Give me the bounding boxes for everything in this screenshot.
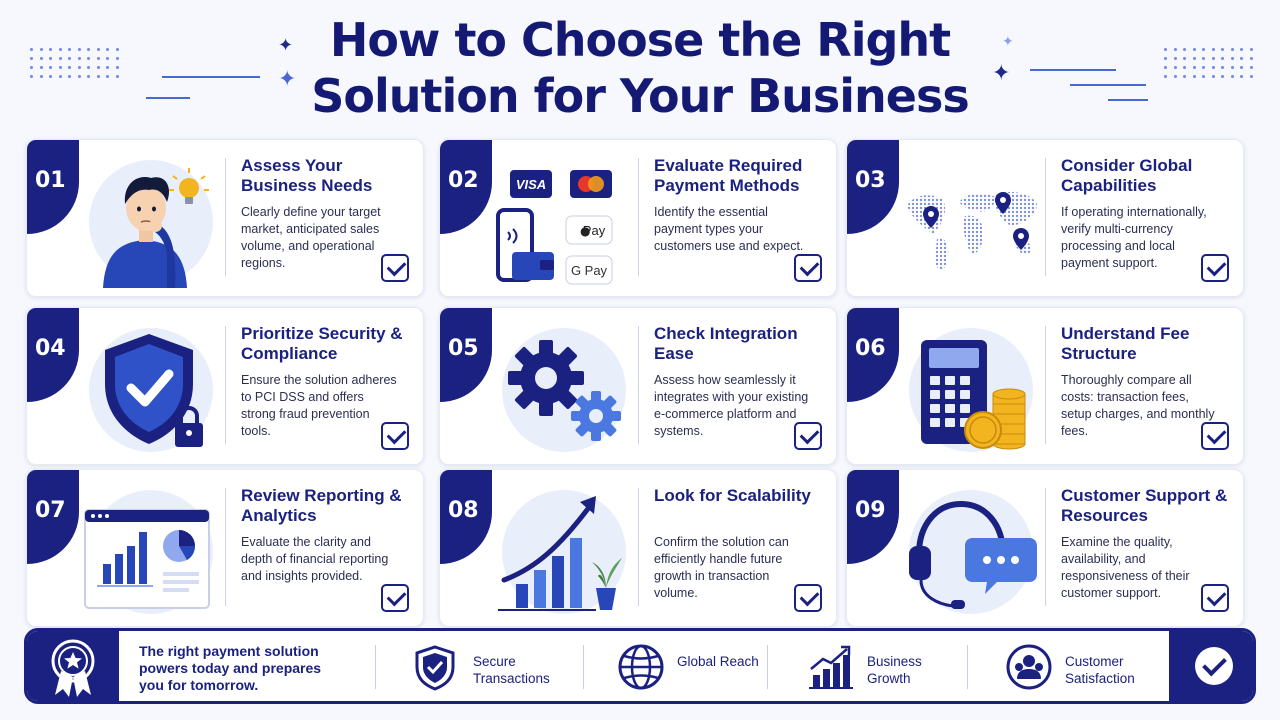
benefit-label: Business Growth — [867, 654, 922, 686]
step-card-06: 06 Understand Fee Structure Th — [846, 307, 1244, 465]
card-description: Clearly define your target market, antic… — [241, 205, 381, 270]
svg-text:●: ● — [580, 224, 590, 238]
growth-chart-plant-icon — [496, 484, 634, 618]
world-map-pins-icon — [903, 154, 1041, 288]
card-title: Prioritize Security & Compliance — [241, 324, 403, 363]
step-number-badge: 08 — [440, 470, 492, 564]
calculator-coins-icon — [903, 322, 1041, 456]
decorative-dots-right — [1164, 48, 1259, 78]
sparkle-icon: ✦ — [278, 35, 294, 55]
card-title: Evaluate Required Payment Methods — [654, 156, 803, 195]
step-number-badge: 09 — [847, 470, 899, 564]
gears-icon — [496, 322, 634, 456]
card-title: Understand Fee Structure — [1061, 324, 1190, 363]
shield-lock-icon — [83, 322, 221, 456]
checkbox-icon — [794, 422, 822, 450]
page-title: How to Choose the Right Solution for You… — [0, 12, 1280, 124]
card-description: Assess how seamlessly it integrates with… — [654, 373, 809, 438]
benefit-label: Global Reach — [677, 654, 759, 669]
checkbox-icon — [1201, 584, 1229, 612]
checkbox-icon — [381, 422, 409, 450]
checkbox-icon — [794, 254, 822, 282]
person-thinking-lightbulb-icon — [83, 154, 221, 288]
decorative-line — [1108, 99, 1148, 101]
benefit-global-reach: Global Reach — [617, 643, 787, 691]
sparkle-icon: ✦ — [992, 60, 1011, 85]
dashboard-chart-icon — [83, 484, 221, 618]
divider — [375, 645, 376, 689]
visa-logo-text: VISA — [516, 177, 546, 192]
footer-banner: The right payment solution powers today … — [24, 628, 1256, 704]
globe-icon — [618, 644, 664, 690]
benefit-customer-satisfaction: Customer Satisfaction — [1005, 643, 1175, 691]
step-number-badge: 02 — [440, 140, 492, 234]
checkbox-icon — [1201, 254, 1229, 282]
headset-chat-icon — [903, 484, 1041, 618]
step-number-badge: 07 — [27, 470, 79, 564]
decorative-line — [162, 76, 260, 78]
card-description: If operating internationally, verify mul… — [1061, 205, 1207, 270]
step-number-badge: 01 — [27, 140, 79, 234]
card-description: Identify the essential payment types you… — [654, 205, 804, 253]
step-card-04: 04 Prioritize Security & Compliance Ensu… — [26, 307, 424, 465]
title-line-2: Solution for Your Business — [311, 69, 970, 123]
benefit-business-growth: Business Growth — [807, 643, 977, 691]
card-description: Ensure the solution adheres to PCI DSS a… — [241, 373, 397, 438]
divider — [767, 645, 768, 689]
card-title: Consider Global Capabilities — [1061, 156, 1193, 195]
decorative-line — [1070, 84, 1146, 86]
card-title: Review Reporting & Analytics — [241, 486, 402, 525]
step-card-05: 05 — [439, 307, 837, 465]
checkbox-icon — [794, 584, 822, 612]
decorative-line — [146, 97, 190, 99]
divider — [967, 645, 968, 689]
card-description: Thoroughly compare all costs: transactio… — [1061, 373, 1215, 438]
footer-check-cap — [1169, 631, 1253, 701]
checkbox-icon — [1201, 422, 1229, 450]
footer-tagline: The right payment solution powers today … — [139, 643, 322, 693]
title-line-1: How to Choose the Right — [329, 13, 951, 67]
card-title: Look for Scalability — [654, 486, 811, 505]
decorative-line — [1030, 69, 1116, 71]
card-description: Examine the quality, availability, and r… — [1061, 535, 1190, 600]
payment-methods-icon: VISA ● Pay G Pay — [496, 154, 634, 288]
step-card-09: 09 Customer Support & Resources Examine … — [846, 469, 1244, 627]
step-card-02: 02 VISA ● Pay G Pay Evaluate Required Pa… — [439, 139, 837, 297]
step-number-badge: 03 — [847, 140, 899, 234]
card-title: Check Integration Ease — [654, 324, 798, 363]
award-badge-icon — [27, 631, 119, 701]
benefit-label: Customer Satisfaction — [1065, 654, 1135, 686]
customer-icon — [1006, 644, 1052, 690]
check-circle-icon — [1195, 647, 1233, 685]
bar-growth-icon — [809, 645, 853, 689]
checkbox-icon — [381, 254, 409, 282]
step-number-badge: 06 — [847, 308, 899, 402]
card-title: Customer Support & Resources — [1061, 486, 1228, 525]
step-card-03: 03 Consider Global Capabilities If opera… — [846, 139, 1244, 297]
divider — [583, 645, 584, 689]
card-title: Assess Your Business Needs — [241, 156, 373, 195]
decorative-dots-left — [30, 48, 125, 78]
step-number-badge: 05 — [440, 308, 492, 402]
benefit-secure-transactions: Secure Transactions — [413, 643, 583, 691]
step-number-badge: 04 — [27, 308, 79, 402]
sparkle-icon: ✦ — [278, 66, 297, 91]
shield-check-icon — [415, 645, 455, 691]
step-card-08: 08 Look for Scalability Confirm the solu… — [439, 469, 837, 627]
apple-pay-text: Pay — [583, 223, 606, 238]
checkbox-icon — [381, 584, 409, 612]
card-description: Confirm the solution can efficiently han… — [654, 535, 789, 600]
benefit-label: Secure Transactions — [473, 654, 550, 686]
card-description: Evaluate the clarity and depth of financ… — [241, 535, 389, 583]
google-pay-text: G Pay — [571, 263, 608, 278]
sparkle-icon: ✦ — [1002, 33, 1014, 49]
step-card-07: 07 Review Reporting & Analytics Evaluate… — [26, 469, 424, 627]
step-card-01: 01 Assess Your Business Needs Clearly de… — [26, 139, 424, 297]
